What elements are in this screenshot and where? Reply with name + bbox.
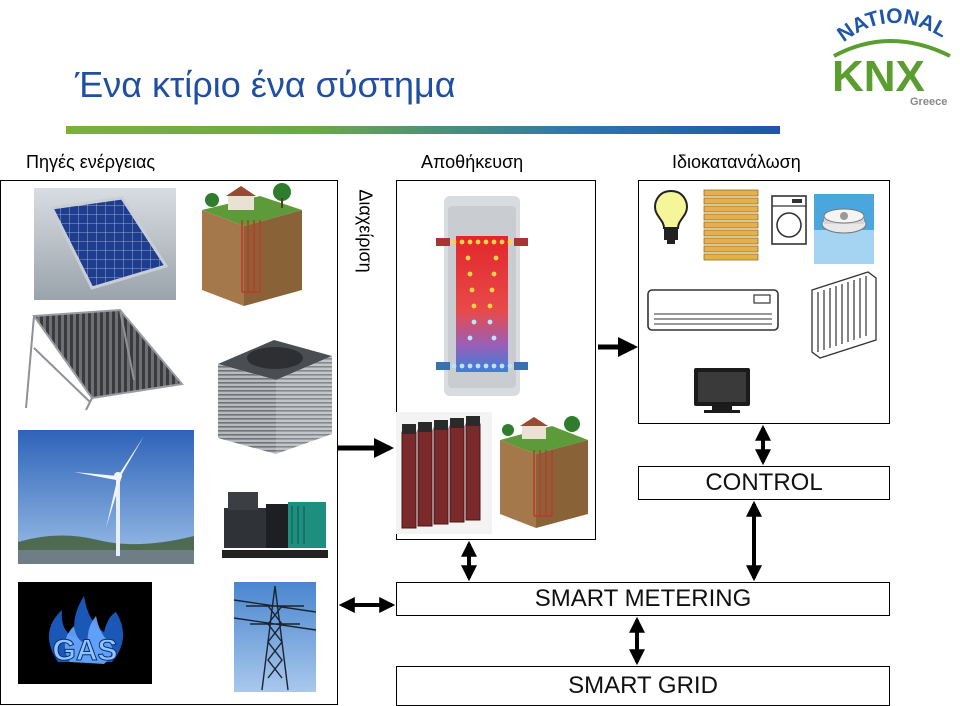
slide-title: Ένα κτίριο ένα σύστημα xyxy=(75,64,456,105)
solar-thermal-image xyxy=(16,308,184,412)
smoke-detector-icon xyxy=(814,194,874,264)
water-tank-image xyxy=(432,192,532,400)
geothermal-image xyxy=(198,180,306,312)
knx-logo: NATIONAL KNX Greece xyxy=(828,8,958,108)
air-conditioner-icon xyxy=(646,288,780,332)
batteries-image xyxy=(396,412,492,534)
geothermal-storage-image xyxy=(496,412,592,534)
storage-label: Αποθήκευση xyxy=(421,152,524,172)
title-underline xyxy=(66,126,780,134)
light-bulb-icon xyxy=(652,188,690,246)
gas-text: GAS xyxy=(52,634,117,667)
sources-label: Πηγές ενέργειας xyxy=(26,152,156,172)
heat-pump-image xyxy=(212,334,336,458)
smart-metering-box: SMART METERING xyxy=(396,582,890,616)
gas-image: GAS xyxy=(18,582,152,684)
control-box: CONTROL xyxy=(638,466,890,500)
window-blinds-icon xyxy=(700,186,762,264)
solar-pv-image xyxy=(34,188,176,300)
logo-main-text: KNX xyxy=(832,52,925,101)
consumption-label: Ιδιοκατανάλωση xyxy=(672,152,801,172)
generator-image xyxy=(212,486,334,564)
logo-sub-text: Greece xyxy=(910,96,947,108)
washing-machine-icon xyxy=(770,194,808,246)
power-pylon-image xyxy=(234,582,316,692)
radiator-icon xyxy=(806,270,882,362)
wind-turbine-image xyxy=(18,430,194,564)
smart-grid-box: SMART GRID xyxy=(396,666,890,706)
tv-icon xyxy=(690,366,754,414)
